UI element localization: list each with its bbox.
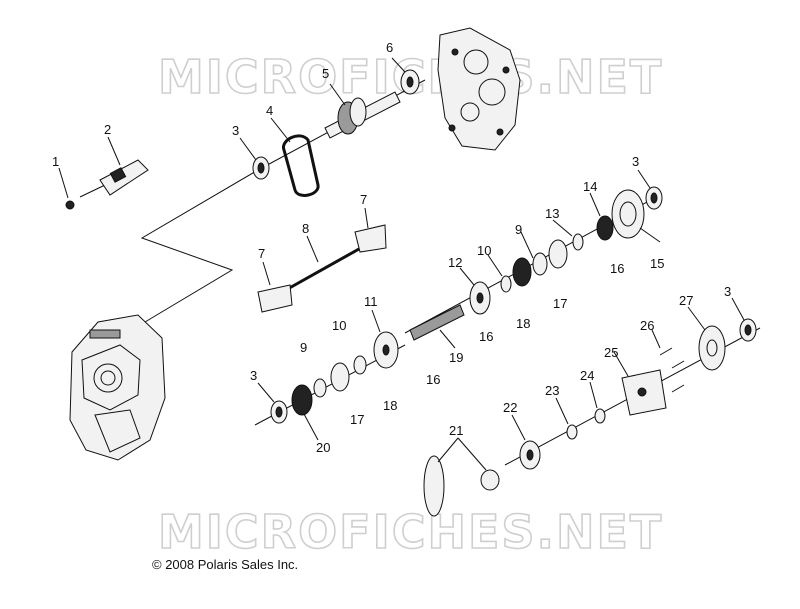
part-bolt-small bbox=[58, 167, 75, 210]
housing-cover-top bbox=[437, 27, 521, 151]
part-countershaft bbox=[409, 304, 465, 349]
assembly-connector-line bbox=[140, 169, 259, 323]
part-gear-14 bbox=[589, 192, 614, 241]
part-input-shaft bbox=[324, 83, 401, 139]
callout-9-lower: 9 bbox=[300, 340, 307, 355]
callout-16-right: 16 bbox=[610, 261, 624, 276]
callout-10-lower: 10 bbox=[332, 318, 346, 333]
callout-3-lower: 3 bbox=[250, 368, 257, 383]
callout-4: 4 bbox=[266, 103, 273, 118]
part-gear-lower-cluster bbox=[313, 355, 367, 398]
callout-6: 6 bbox=[386, 40, 393, 55]
callout-2: 2 bbox=[104, 122, 111, 137]
part-ring-23 bbox=[555, 397, 578, 440]
callout-20: 20 bbox=[316, 440, 330, 455]
part-shift-rail bbox=[257, 207, 387, 313]
callout-17-lower: 17 bbox=[350, 412, 364, 427]
callout-1: 1 bbox=[52, 154, 59, 169]
callout-10-upper: 10 bbox=[477, 243, 491, 258]
part-bearing-upper bbox=[239, 137, 270, 180]
part-washer-10-upper bbox=[487, 254, 512, 293]
part-gear-15 bbox=[611, 189, 661, 243]
callout-18-lower: 18 bbox=[383, 398, 397, 413]
callout-labels: 1 2 3 4 5 6 3 7 7 8 12 10 9 13 14 15 16 … bbox=[52, 40, 731, 455]
callout-7-right: 7 bbox=[360, 192, 367, 207]
part-flange-21 bbox=[423, 437, 500, 517]
callout-11: 11 bbox=[364, 294, 378, 309]
callout-16-mid: 16 bbox=[479, 329, 493, 344]
callout-25: 25 bbox=[604, 345, 618, 360]
part-bracket-25 bbox=[613, 351, 667, 416]
part-bolts-26 bbox=[651, 329, 685, 393]
part-gear-22 bbox=[511, 414, 541, 470]
callout-17-upper: 17 bbox=[553, 296, 567, 311]
callout-3: 3 bbox=[232, 123, 239, 138]
part-gear-11 bbox=[371, 309, 399, 369]
part-bearing-6 bbox=[391, 57, 420, 95]
callout-22: 22 bbox=[503, 400, 517, 415]
callout-15: 15 bbox=[650, 256, 664, 271]
part-bearing-3-right bbox=[637, 169, 663, 210]
callout-9-upper: 9 bbox=[515, 222, 522, 237]
transmission-case bbox=[69, 314, 166, 461]
callout-3-right: 3 bbox=[632, 154, 639, 169]
callout-13: 13 bbox=[545, 206, 559, 221]
callout-8: 8 bbox=[302, 221, 309, 236]
part-drive-chain bbox=[270, 117, 320, 197]
part-shift-sensor bbox=[79, 136, 149, 198]
watermark-bottom: MICROFICHES.NET bbox=[158, 505, 663, 559]
callout-19: 19 bbox=[449, 350, 463, 365]
part-gear-upper-cluster bbox=[512, 231, 568, 287]
part-gear-12 bbox=[459, 267, 491, 315]
part-bearing-3-lower bbox=[257, 382, 288, 424]
callout-3-output: 3 bbox=[724, 284, 731, 299]
callout-27: 27 bbox=[679, 293, 693, 308]
callout-7-left: 7 bbox=[258, 246, 265, 261]
callout-24: 24 bbox=[580, 368, 594, 383]
part-gear-27 bbox=[687, 306, 726, 371]
callout-23: 23 bbox=[545, 383, 559, 398]
part-ring-13 bbox=[552, 219, 584, 251]
part-ring-24 bbox=[589, 381, 606, 424]
callout-18-upper: 18 bbox=[516, 316, 530, 331]
callout-5: 5 bbox=[322, 66, 329, 81]
callout-12: 12 bbox=[448, 255, 462, 270]
callout-26: 26 bbox=[640, 318, 654, 333]
part-bearing-3-output bbox=[731, 297, 757, 342]
callout-16-lower: 16 bbox=[426, 372, 440, 387]
copyright-notice: © 2008 Polaris Sales Inc. bbox=[152, 557, 299, 572]
callout-21: 21 bbox=[449, 423, 463, 438]
callout-14: 14 bbox=[583, 179, 597, 194]
part-gear-20 bbox=[291, 384, 319, 441]
